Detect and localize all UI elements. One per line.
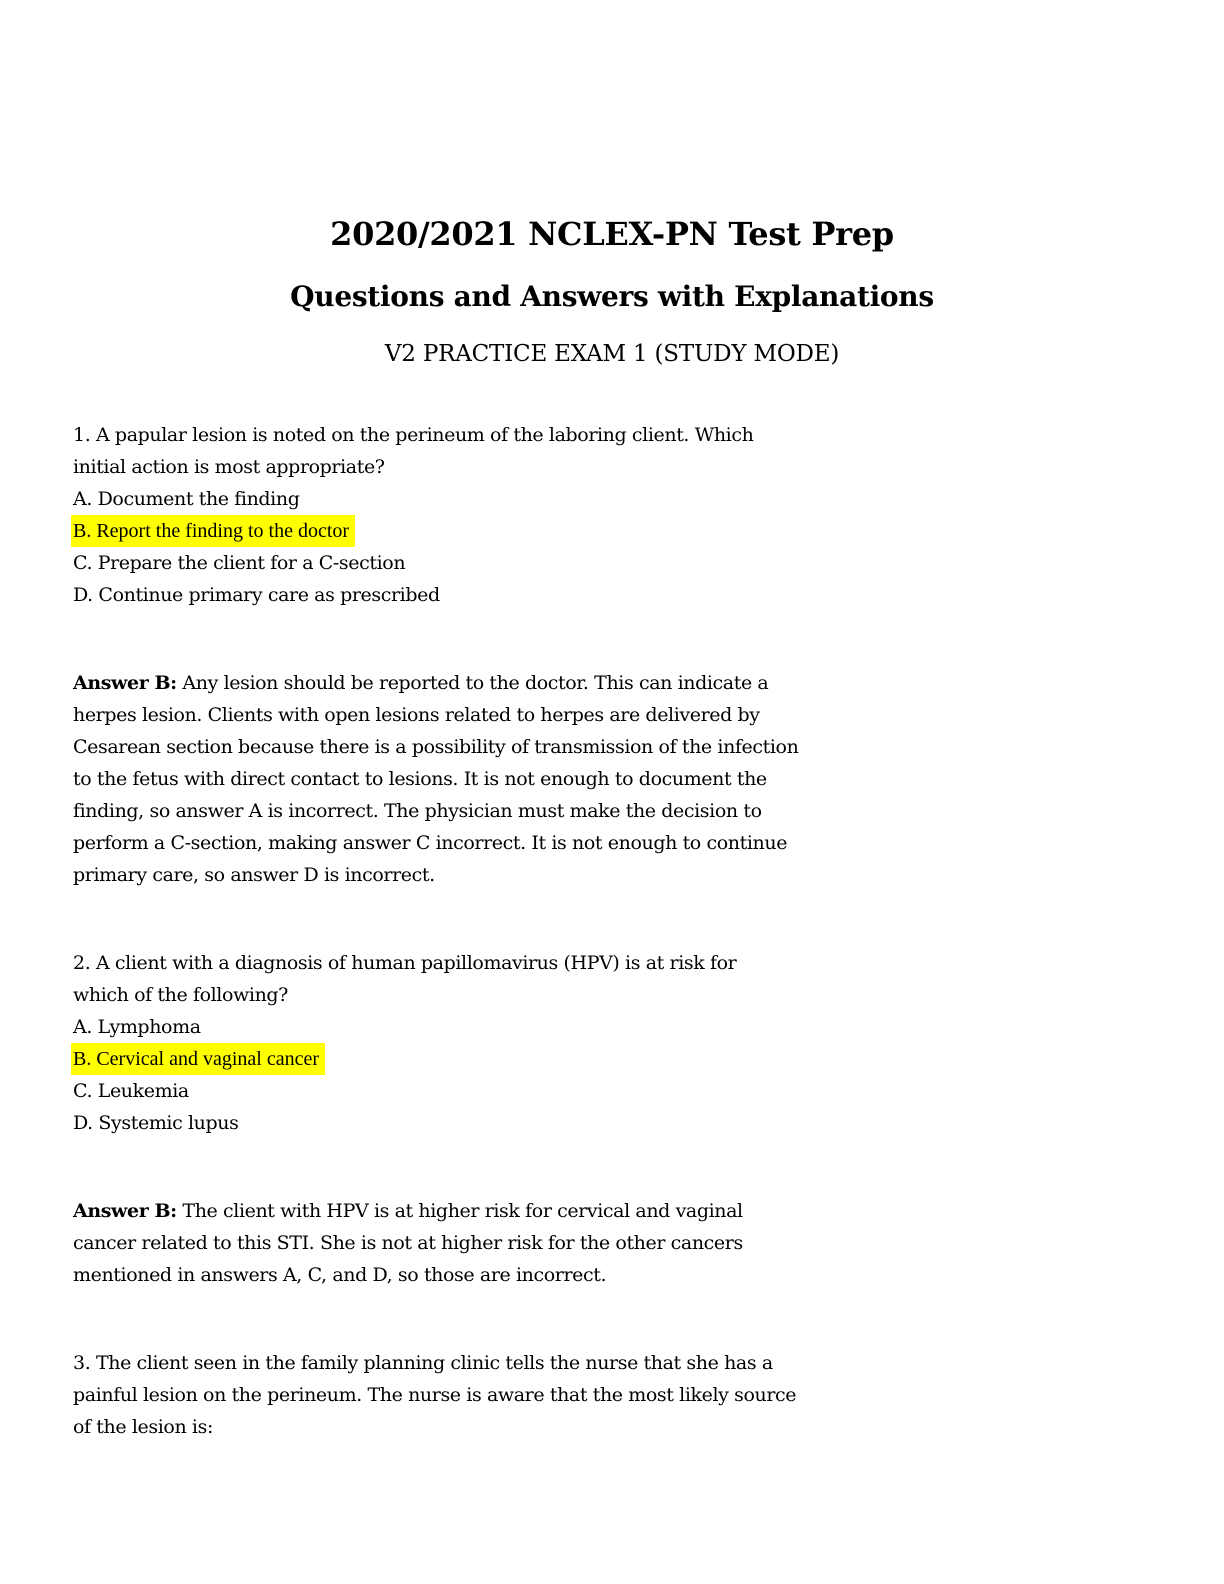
question-1-option-d: D. Continue primary care as prescribed [73, 584, 440, 606]
question-1-stem-line: initial action is most appropriate? [73, 456, 385, 478]
question-2: 2. A client with a diagnosis of human pa… [71, 947, 1153, 1139]
page-subtitle: Questions and Answers with Explanations [290, 280, 934, 313]
answer-explanation-text: Any lesion should be reported to the doc… [176, 672, 769, 694]
answer-explanation-line: cancer related to this STI. She is not a… [73, 1232, 743, 1254]
answer-explanation-line: to the fetus with direct contact to lesi… [73, 768, 767, 790]
question-3-stem-line: painful lesion on the perineum. The nurs… [73, 1384, 797, 1406]
answer-explanation-line: Cesarean section because there is a poss… [73, 736, 799, 758]
exam-mode-heading: V2 PRACTICE EXAM 1 (STUDY MODE) [384, 341, 840, 367]
question-2-option-b: B. Cervical and vaginal cancer [71, 1043, 1153, 1075]
answer-2-explanation: Answer B: The client with HPV is at high… [73, 1195, 1153, 1291]
question-2-stem-line: which of the following? [73, 984, 288, 1006]
page-title: 2020/2021 NCLEX-PN Test Prep [330, 215, 894, 253]
answer-label: Answer B: [73, 672, 177, 694]
question-1-option-b: B. Report the finding to the doctor [71, 515, 1153, 547]
question-3-stem-line: 3. The client seen in the family plannin… [73, 1352, 773, 1374]
answer-explanation-line: perform a C-section, making answer C inc… [73, 832, 788, 854]
answer-explanation-line: primary care, so answer D is incorrect. [73, 864, 435, 886]
question-2-option-a: A. Lymphoma [73, 1016, 201, 1038]
question-2-option-c: C. Leukemia [73, 1080, 189, 1102]
question-1-option-c: C. Prepare the client for a C-section [73, 552, 406, 574]
answer-explanation-line: herpes lesion. Clients with open lesions… [73, 704, 760, 726]
answer-explanation-line: Answer B: Any lesion should be reported … [73, 667, 1153, 699]
correct-answer-highlight: B. Report the finding to the doctor [71, 515, 356, 547]
question-2-option-d: D. Systemic lupus [73, 1112, 239, 1134]
answer-explanation-line: Answer B: The client with HPV is at high… [73, 1195, 1153, 1227]
document-body: 1. A papular lesion is noted on the peri… [71, 419, 1153, 1443]
question-1-option-a: A. Document the finding [73, 488, 300, 510]
document-header: 2020/2021 NCLEX-PN Test Prep Questions a… [0, 0, 1224, 367]
correct-answer-highlight: B. Cervical and vaginal cancer [71, 1043, 325, 1075]
answer-label: Answer B: [73, 1200, 177, 1222]
answer-explanation-line: mentioned in answers A, C, and D, so tho… [73, 1264, 607, 1286]
question-3-stem-line: of the lesion is: [73, 1416, 213, 1438]
answer-explanation-text: The client with HPV is at higher risk fo… [176, 1200, 743, 1222]
answer-1-explanation: Answer B: Any lesion should be reported … [73, 667, 1153, 891]
question-1: 1. A papular lesion is noted on the peri… [71, 419, 1153, 611]
answer-explanation-line: finding, so answer A is incorrect. The p… [73, 800, 762, 822]
question-1-stem-line: 1. A papular lesion is noted on the peri… [73, 424, 754, 446]
question-3: 3. The client seen in the family plannin… [73, 1347, 1153, 1443]
question-2-stem-line: 2. A client with a diagnosis of human pa… [73, 952, 737, 974]
